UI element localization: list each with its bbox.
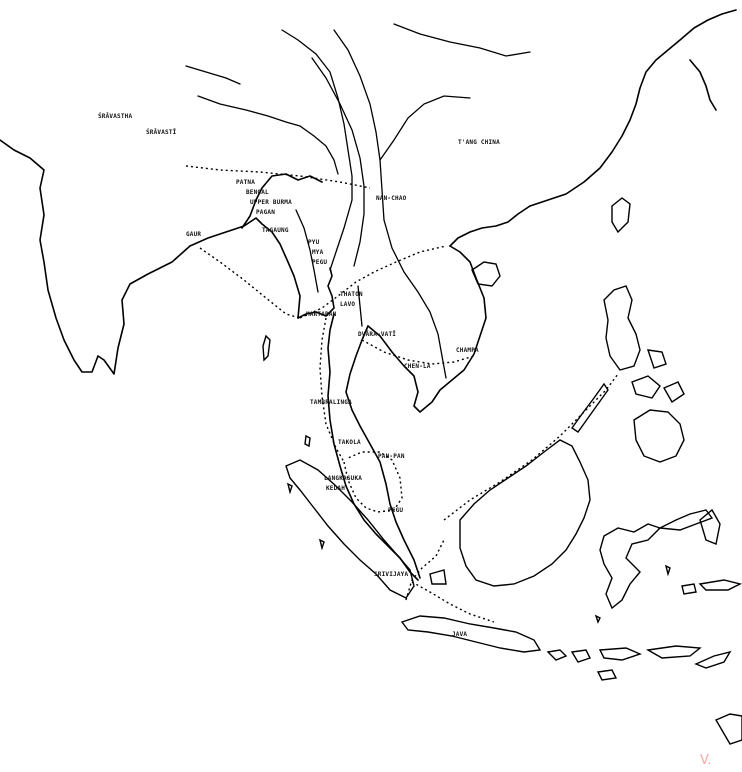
bangka-island	[429, 569, 447, 585]
visayas-island-1	[631, 375, 661, 399]
route-india-to-nanchao	[185, 165, 371, 189]
chindwin-river	[295, 209, 319, 293]
label-upper-burma: UPPER BURMA	[250, 199, 292, 206]
label-tang-china: T'ANG CHINA	[458, 139, 500, 146]
seram-island	[698, 579, 742, 591]
lombok-island	[570, 649, 591, 663]
nicobar-island	[304, 434, 311, 448]
upper-india-river	[185, 65, 241, 85]
label-patna: PATNA	[236, 179, 255, 186]
korea-coast	[689, 59, 717, 111]
label-tagaung: TAGAUNG	[262, 227, 289, 234]
visayas-island-3	[646, 349, 667, 369]
sulawesi-north-arm	[657, 509, 714, 531]
java-island	[400, 615, 542, 653]
label-bengal: BENGAL	[246, 189, 269, 196]
route-bengal-to-burma	[199, 247, 301, 319]
route-to-java	[405, 539, 445, 601]
hainan-island	[471, 261, 501, 287]
visayas-island-2	[663, 381, 685, 403]
palawan-island	[571, 382, 609, 433]
malay-peninsula-east	[345, 325, 421, 579]
label-pagan: PAGAN	[256, 209, 275, 216]
china-coast	[529, 9, 737, 207]
sulawesi-island	[599, 523, 662, 610]
indochina-coast	[449, 205, 531, 247]
halmahera-island	[699, 508, 721, 545]
timor-island	[694, 650, 732, 669]
irrawaddy-river	[281, 29, 353, 271]
sumatra-island	[285, 459, 415, 599]
label-nanchao: NAN-CHAO	[376, 195, 407, 202]
salween-river	[311, 57, 365, 267]
label-mandalay: MYA	[312, 249, 324, 256]
label-pyu: PYU	[308, 239, 320, 246]
label-pan-pan: PAN-PAN	[378, 453, 405, 460]
label-java: JAVA	[452, 631, 467, 638]
taiwan-island	[611, 197, 631, 234]
new-guinea-tip	[714, 713, 742, 745]
sumba-island	[596, 669, 618, 681]
bali-island	[546, 649, 568, 661]
label-gaur: GAUR	[186, 231, 201, 238]
label-sravasti-region: ŚRĀVASTHA	[98, 113, 132, 120]
label-champa: CHAMPA	[456, 347, 479, 354]
label-chenla: CHEN-LA	[404, 363, 431, 370]
route-gulf-crossing	[361, 339, 475, 365]
watermark: V.	[700, 753, 711, 768]
luzon-island	[603, 285, 641, 371]
label-sravasti: ŚRĀVASTĪ	[146, 129, 177, 136]
yellow-river	[393, 23, 531, 57]
label-lower-burma: PEGU	[388, 507, 403, 514]
yangtze-river	[379, 95, 471, 161]
label-lavo: LAVO	[340, 301, 355, 308]
label-kedah: KEDAH	[326, 485, 345, 492]
sumbawa-island	[598, 647, 642, 661]
small-island-2	[318, 538, 325, 551]
label-langkasuka: LANGKASUKA	[324, 475, 362, 482]
route-to-philippines	[443, 373, 619, 521]
label-dvaravati: DVĀRA-VATĪ	[358, 331, 396, 338]
borneo-island	[459, 439, 591, 587]
label-martaban: MARTABAN	[306, 311, 337, 318]
india-coastline	[0, 139, 301, 375]
flores-island	[645, 645, 702, 659]
gulf-of-siam	[367, 245, 487, 413]
small-island-3	[594, 614, 601, 624]
andaman-island	[262, 334, 271, 362]
label-pegu: PEGU	[312, 259, 327, 266]
mindanao-island	[633, 409, 685, 463]
small-island-1	[286, 482, 293, 495]
label-palembang: SRIVIJAYA	[374, 571, 408, 578]
chao-phraya-river	[357, 285, 363, 327]
mekong-river	[333, 29, 447, 379]
label-takola: TAKOLA	[338, 439, 361, 446]
label-thaton: THATON	[340, 291, 363, 298]
small-island-4	[664, 564, 671, 577]
brahmaputra-river	[299, 125, 339, 175]
ganges-river	[197, 95, 301, 127]
route-overland-burma	[299, 245, 447, 319]
buru-island	[681, 583, 697, 595]
label-tambralinga: TAMBRALINGA	[310, 399, 352, 406]
